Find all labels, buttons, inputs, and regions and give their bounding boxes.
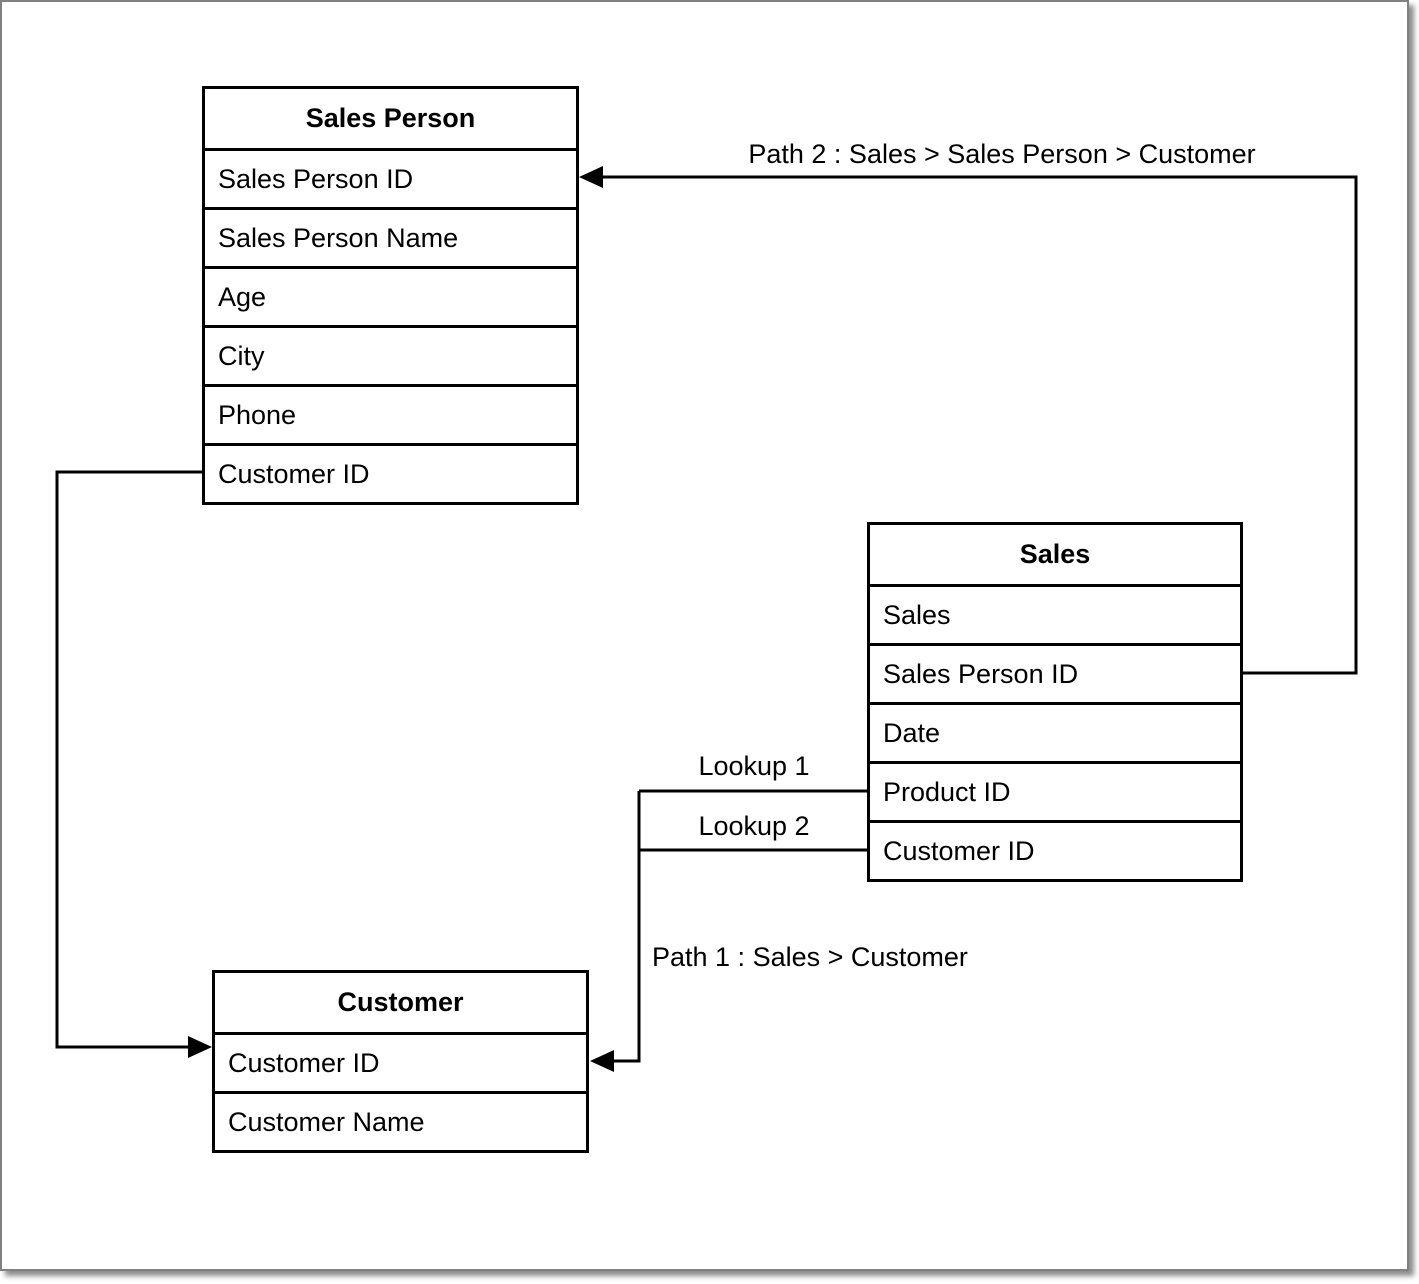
label-lookup1: Lookup 1 bbox=[698, 751, 810, 781]
label-path2: Path 2 : Sales > Sales Person > Customer bbox=[748, 139, 1256, 169]
table-row: Phone bbox=[205, 384, 576, 443]
entity-title-sales-person: Sales Person bbox=[305, 103, 476, 133]
entity-title-customer: Customer bbox=[337, 987, 464, 1017]
table-row: Customer ID bbox=[205, 443, 576, 502]
arrowhead-path2 bbox=[579, 166, 603, 188]
table-row: Date bbox=[870, 702, 1240, 761]
label-lookup2: Lookup 2 bbox=[698, 811, 810, 841]
table-row: Customer Name bbox=[215, 1091, 586, 1150]
label-path1: Path 1 : Sales > Customer bbox=[652, 942, 968, 972]
table-row: Age bbox=[205, 266, 576, 325]
table-row: City bbox=[205, 325, 576, 384]
table-row: Sales Person ID bbox=[205, 148, 576, 207]
connector-salesperson-customer bbox=[55, 470, 212, 1058]
table-row: Customer ID bbox=[870, 820, 1240, 879]
table-row: Customer ID bbox=[215, 1032, 586, 1091]
table-row: Sales Person ID bbox=[870, 643, 1240, 702]
arrowhead-salesperson-customer bbox=[188, 1036, 212, 1058]
arrowhead-path1 bbox=[590, 1050, 614, 1072]
table-row: Sales Person Name bbox=[205, 207, 576, 266]
table-row: Product ID bbox=[870, 761, 1240, 820]
table-row: Sales bbox=[870, 584, 1240, 643]
connector-path1 bbox=[590, 791, 641, 1072]
entity-title-sales: Sales bbox=[1019, 539, 1091, 569]
